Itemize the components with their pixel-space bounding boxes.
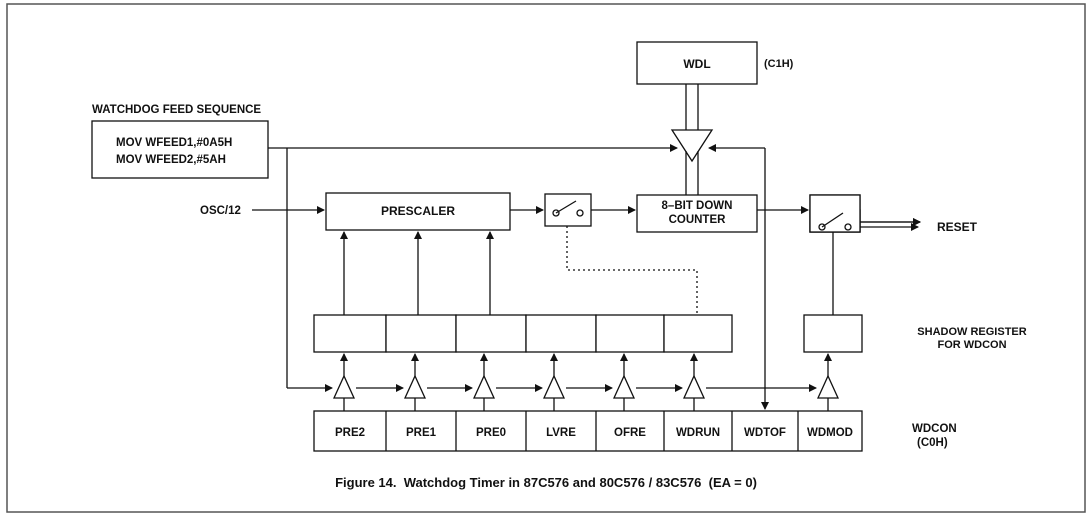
shadow-cell-1	[313, 314, 387, 353]
bit-pre1: PRE1	[406, 427, 437, 439]
shadow-label-2: FOR WDCON	[937, 339, 1006, 351]
bit-ofre: OFRE	[614, 427, 646, 439]
shadow-cell-2	[385, 314, 457, 353]
bit-wdrun: WDRUN	[676, 427, 720, 439]
bit-pre2: PRE2	[335, 427, 365, 439]
buffer-7	[816, 374, 840, 399]
shadow-label-1: SHADOW REGISTER	[917, 326, 1026, 338]
feed-sequence-box	[91, 120, 269, 179]
wdl-address: (C1H)	[764, 58, 794, 70]
figure-frame	[6, 3, 1086, 513]
bit-wdtof: WDTOF	[744, 427, 786, 439]
wdcon-address: (C0H)	[917, 437, 948, 449]
buffer-4	[542, 374, 566, 399]
prescaler-label: PRESCALER	[381, 204, 455, 218]
wdcon-register	[313, 410, 863, 452]
prescaler-box	[325, 192, 511, 231]
counter-label-1: 8–BIT DOWN	[662, 200, 733, 212]
shadow-cell-4	[525, 314, 597, 353]
buffer-1	[332, 374, 356, 399]
buffer-6	[682, 374, 706, 399]
bit-pre0: PRE0	[476, 427, 506, 439]
figure-caption: Figure 14. Watchdog Timer in 87C576 and …	[335, 475, 757, 490]
shadow-register-box	[803, 314, 863, 353]
down-counter-box	[636, 194, 758, 233]
bit-lvre: LVRE	[546, 427, 576, 439]
wdl-label: WDL	[683, 57, 710, 71]
load-buffer-triangle	[670, 129, 714, 163]
prescaler-switch	[544, 193, 592, 227]
feed-line-2: MOV WFEED2,#5AH	[116, 154, 226, 166]
shadow-cell-5	[595, 314, 665, 353]
reset-label: RESET	[937, 220, 978, 234]
buffer-2	[403, 374, 427, 399]
wdl-register-box	[636, 41, 758, 85]
counter-label-2: COUNTER	[669, 214, 727, 226]
osc-label: OSC/12	[200, 205, 241, 217]
buffer-3	[472, 374, 496, 399]
shadow-cell-3	[455, 314, 527, 353]
wdcon-label: WDCON	[912, 423, 957, 435]
feed-line-1: MOV WFEED1,#0A5H	[116, 137, 232, 149]
feed-title: WATCHDOG FEED SEQUENCE	[92, 104, 261, 116]
buffer-5	[612, 374, 636, 399]
bit-wdmod: WDMOD	[807, 427, 853, 439]
shadow-cell-6	[663, 314, 733, 353]
